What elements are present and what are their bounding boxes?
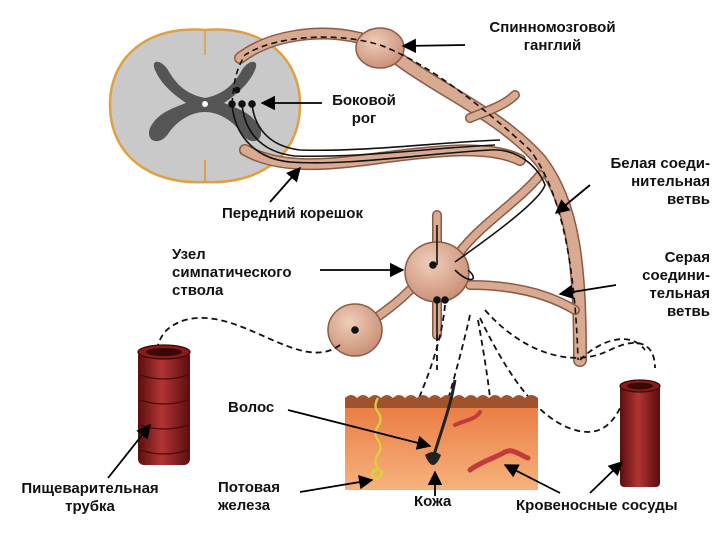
label-sympathetic-node-line-3: ствола [172, 282, 224, 299]
label-spinal-ganglion-line-1: Спинномозговой [489, 19, 616, 36]
sweat-gland-duct [374, 397, 382, 469]
label-white-ramus-line-1: Белая соеди- [610, 155, 711, 172]
ganglia [327, 27, 470, 357]
label-gray-ramus-line-3: тельная [649, 285, 710, 302]
arrow-anterior-root [269, 166, 301, 203]
label-digestive-tube-line-2: трубка [65, 498, 115, 515]
arrow-blood-vessel-skin [503, 464, 561, 494]
label-gray-ramus-line-4: ветвь [667, 303, 710, 320]
label-anterior-root: Передний корешок [222, 205, 363, 222]
arrow-spinal-ganglion [401, 38, 466, 53]
arrow-hair [287, 409, 432, 450]
label-lateral-horn-line-2: рог [351, 110, 377, 127]
hair-follicle [425, 452, 441, 465]
neuron-fibers [228, 36, 579, 361]
label-lateral-horn-line-1: Боковой [332, 92, 396, 109]
spinal-cord-section [108, 28, 302, 184]
label-sympathetic-node-line-2: симпатического [172, 264, 292, 281]
spinal-ganglion [355, 27, 405, 69]
arrow-digestive-tube [107, 423, 151, 479]
label-spinal-ganglion: Спинномозговой ганглий [470, 19, 635, 55]
arrow-gray-ramus [558, 284, 617, 300]
label-gray-ramus-line-2: соедини- [642, 267, 710, 284]
label-sweat-gland-line-2: железа [218, 497, 271, 514]
label-skin: Кожа [414, 493, 452, 510]
path-to-sweat-gland [384, 304, 446, 471]
blood-vessel [619, 379, 661, 487]
skin-surface [345, 395, 538, 408]
arrow-sweat-gland [299, 475, 374, 493]
label-gray-ramus-line-1: Серая [664, 249, 710, 266]
label-digestive-tube: Пищеварительная трубка [5, 480, 175, 516]
label-digestive-tube-line-1: Пищеварительная [21, 480, 159, 497]
label-white-ramus-line-3: ветвь [667, 191, 710, 208]
central-canal [202, 101, 208, 107]
label-blood-vessels: Кровеносные сосуды [516, 497, 678, 514]
label-sweat-gland: Потовая железа [218, 479, 280, 515]
digestive-tube [137, 344, 191, 465]
label-gray-ramus: Серая соедини- тельная ветвь [610, 249, 710, 321]
pointer-arrows [107, 38, 624, 496]
label-white-ramus-line-2: нительная [631, 173, 710, 190]
sweat-gland-coil [370, 467, 384, 480]
skin-blood-vessel [467, 448, 531, 473]
label-white-ramus: Белая соеди- нительная ветвь [580, 155, 711, 209]
skin-block [345, 379, 538, 490]
path-to-blood-vessel [484, 309, 656, 369]
label-sympathetic-node: Узел симпатического ствола [172, 246, 292, 300]
label-sympathetic-node-line-1: Узел [172, 246, 206, 263]
path-to-digestive-tube [157, 317, 341, 354]
arrow-white-ramus [554, 184, 591, 214]
label-lateral-horn: Боковой рог [326, 92, 402, 128]
postganglionic-paths [157, 304, 656, 471]
label-sweat-gland-line-1: Потовая [218, 479, 280, 496]
dashed-dorsal-fiber [231, 36, 579, 361]
label-spinal-ganglion-line-2: ганглий [523, 37, 582, 54]
arrow-blood-vessel-right [589, 460, 624, 494]
label-hair: Волос [228, 399, 275, 416]
